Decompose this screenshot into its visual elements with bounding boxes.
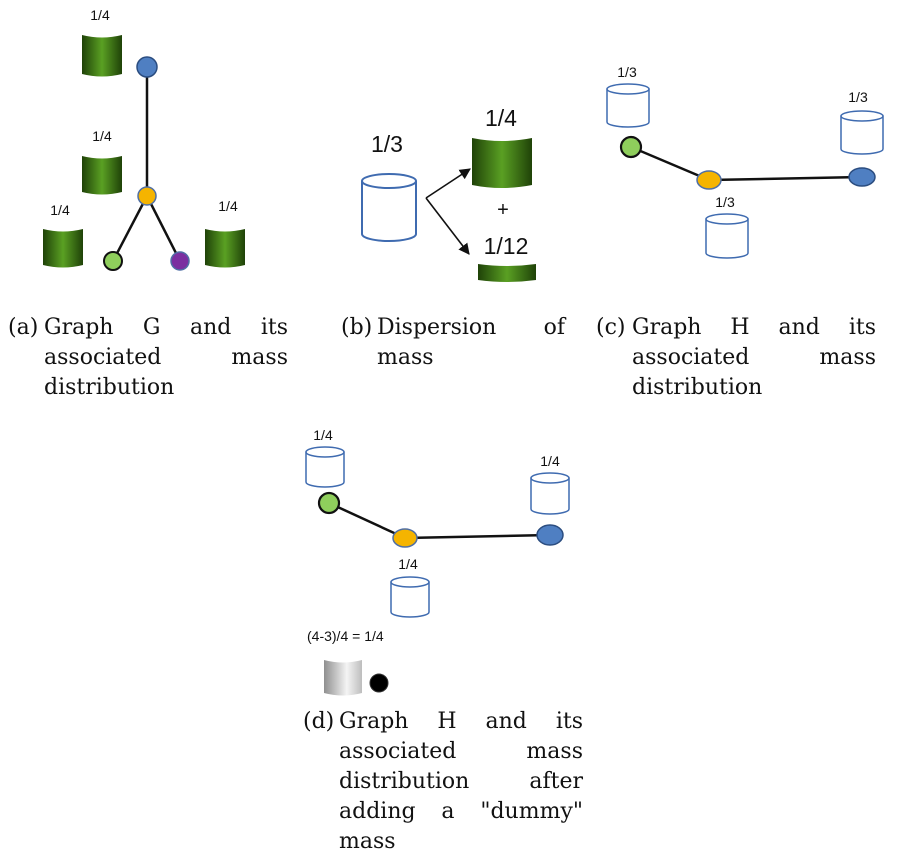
node-center <box>696 170 722 190</box>
mass-label: 1/4 <box>398 556 418 572</box>
mass-cylinder <box>82 35 122 77</box>
figure-canvas: 1/4 1/4 1/4 1/4 1/3 1/4 + 1/12 <box>43 7 884 696</box>
source-cylinder <box>361 173 417 242</box>
node-top <box>136 56 158 78</box>
caption-b-text: Dispersion of mass <box>377 315 565 370</box>
edge-center-right <box>404 533 551 540</box>
target-bottom-cylinder <box>478 264 536 282</box>
caption-c: (c) Graph H and its associated mass dist… <box>596 313 896 400</box>
node-right <box>848 167 876 187</box>
mass-cylinder <box>705 213 749 259</box>
node-right <box>536 524 564 546</box>
mass-cylinder <box>305 446 345 488</box>
target-top-cylinder <box>472 138 532 188</box>
mass-label: 1/3 <box>715 194 735 210</box>
mass-label: 1/3 <box>617 64 637 80</box>
mass-cylinder <box>840 110 884 155</box>
dummy-node <box>369 673 389 693</box>
node-left <box>103 251 123 271</box>
node-center <box>392 528 418 548</box>
caption-c-text: Graph H and its associated mass distribu… <box>632 315 876 400</box>
caption-a-text: Graph G and its associated mass distribu… <box>44 315 288 400</box>
mass-label: 1/4 <box>218 198 238 214</box>
caption-d-text: Graph H and its associated mass distribu… <box>339 709 583 854</box>
caption-a-tag: (a) <box>8 315 39 340</box>
caption-b-tag: (b) <box>341 315 373 340</box>
mass-cylinder <box>530 472 570 515</box>
panel-a: 1/4 1/4 1/4 1/4 <box>43 7 245 271</box>
caption-b: (b) Dispersion of mass <box>341 313 581 375</box>
mass-label: 1/3 <box>848 89 868 105</box>
arrow-to-bottom <box>425 197 470 255</box>
mass-label: 1/4 <box>540 453 560 469</box>
mass-cylinder <box>43 229 83 268</box>
caption-d: (d) Graph H and its associated mass dist… <box>303 707 603 854</box>
mass-label: 1/4 <box>313 427 333 443</box>
node-left <box>619 135 643 159</box>
mass-label: 1/4 <box>90 7 110 23</box>
dummy-mass-cylinder <box>324 660 362 696</box>
mass-cylinder <box>82 156 122 195</box>
target-top-label: 1/4 <box>485 105 517 131</box>
mass-label: 1/4 <box>50 202 70 218</box>
node-center <box>137 186 157 206</box>
edge-center-right <box>145 195 182 262</box>
plus-sign: + <box>497 199 509 221</box>
edge-left-center <box>630 145 710 182</box>
dummy-mass-label: (4-3)/4 = 1/4 <box>307 628 384 644</box>
mass-cylinder <box>205 229 245 268</box>
mass-cylinder <box>390 576 430 618</box>
edge-left-center <box>328 501 406 540</box>
edge-center-left <box>111 195 149 262</box>
caption-d-tag: (d) <box>303 709 335 734</box>
caption-a: (a) Graph G and its associated mass dist… <box>8 313 298 400</box>
arrow-to-top <box>425 168 471 199</box>
panel-c: 1/3 1/3 1/3 <box>606 64 884 259</box>
mass-cylinder <box>606 83 650 128</box>
panel-b: 1/3 1/4 + 1/12 <box>361 105 536 282</box>
edge-center-right <box>708 175 863 182</box>
mass-label: 1/4 <box>92 128 112 144</box>
node-right <box>170 251 190 271</box>
caption-c-tag: (c) <box>596 315 626 340</box>
node-left <box>317 491 341 515</box>
target-bottom-label: 1/12 <box>484 233 529 259</box>
panel-d: 1/4 1/4 1/4 (4-3)/4 = 1/4 <box>305 427 570 696</box>
source-mass-label: 1/3 <box>371 131 403 157</box>
